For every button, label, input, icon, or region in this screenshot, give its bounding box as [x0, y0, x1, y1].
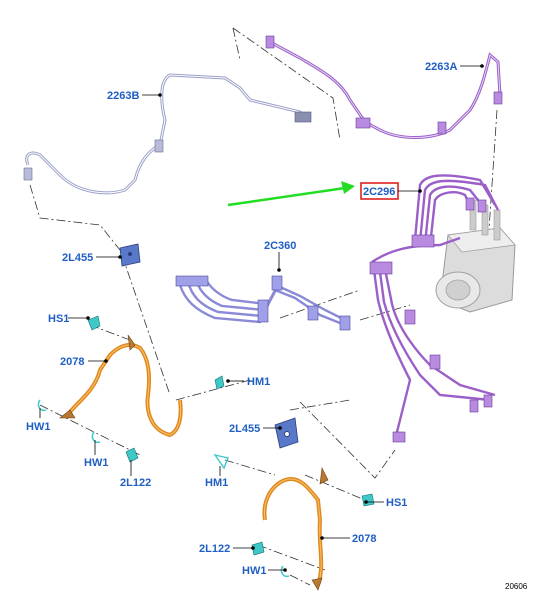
bracket-2l455-upper [119, 243, 141, 267]
hardware-fasteners [37, 315, 375, 578]
label-hm1-right: HM1 [247, 376, 270, 388]
label-hw1-left: HW1 [26, 421, 50, 433]
brake-line-2263a [265, 35, 503, 139]
label-2l455-lower: 2L455 [229, 423, 260, 435]
phantom-lines [29, 27, 498, 586]
label-hw1-lower: HW1 [242, 565, 266, 577]
bracket-2l455-lower [274, 417, 299, 449]
label-2263b: 2263B [107, 90, 139, 102]
pointer-arrow [227, 181, 355, 207]
brake-hose-2078-upper [59, 334, 183, 438]
label-2263a: 2263A [425, 61, 457, 73]
label-hw1-mid: HW1 [84, 457, 108, 469]
label-hs1-lower: HS1 [386, 497, 407, 509]
label-2078-lower: 2078 [352, 533, 376, 545]
figure-number: 20606 [505, 582, 528, 591]
label-2078-upper: 2078 [60, 356, 84, 368]
label-2c296: 2C296 [363, 186, 395, 198]
label-2l455-upper: 2L455 [62, 252, 93, 264]
brake-line-2263b [23, 73, 312, 195]
label-2l122-lower: 2L122 [199, 543, 230, 555]
label-2c360: 2C360 [264, 240, 296, 252]
abs-module [435, 199, 516, 313]
label-2l122-upper: 2L122 [120, 477, 151, 489]
blue-line-clips [175, 275, 351, 331]
brake-hose-2078-lower [262, 466, 329, 591]
bundle-clips [369, 197, 493, 443]
label-hs1-upper: HS1 [48, 313, 69, 325]
label-hm1-lower: HM1 [205, 477, 228, 489]
leader-lines [39, 64, 484, 572]
